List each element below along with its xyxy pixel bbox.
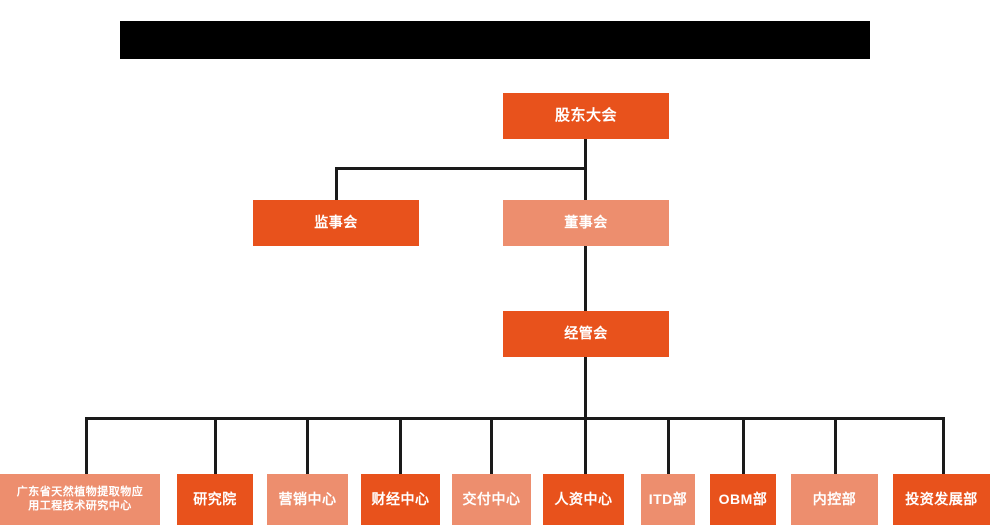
connector-drop-dept-2	[214, 417, 217, 474]
node-board-of-supervisors[interactable]: 监事会	[253, 200, 419, 246]
connector-drop-dept-9	[834, 417, 837, 474]
connector-drop-dept-6	[584, 417, 587, 474]
node-shareholders-meeting[interactable]: 股东大会	[503, 93, 669, 139]
dept-box-hr-center[interactable]: 人资中心	[543, 474, 624, 525]
node-board-of-directors-label: 董事会	[564, 214, 608, 231]
connector-management-to-bus	[584, 357, 587, 419]
connector-drop-dept-4	[399, 417, 402, 474]
dept-label-investment-development: 投资发展部	[905, 490, 978, 507]
dept-label-itd: ITD部	[648, 490, 688, 507]
dept-box-guangdong-research-center[interactable]: 广东省天然植物提取物应 用工程技术研究中心	[0, 474, 160, 525]
dept-box-internal-control[interactable]: 内控部	[791, 474, 878, 525]
connector-department-bus	[85, 417, 944, 420]
node-management-committee-label: 经管会	[564, 325, 608, 342]
connector-drop-dept-8	[742, 417, 745, 474]
dept-box-itd[interactable]: ITD部	[641, 474, 695, 525]
connector-directors-to-management	[584, 246, 587, 311]
connector-split-bar-level2	[335, 167, 586, 170]
dept-box-obm[interactable]: OBM部	[710, 474, 776, 525]
dept-label-marketing-center: 营销中心	[278, 490, 337, 507]
dept-label-delivery-center: 交付中心	[462, 490, 521, 507]
dept-box-marketing-center[interactable]: 营销中心	[267, 474, 348, 525]
dept-box-research-institute[interactable]: 研究院	[177, 474, 253, 525]
node-board-of-supervisors-label: 监事会	[314, 214, 358, 231]
node-management-committee[interactable]: 经管会	[503, 311, 669, 357]
connector-drop-dept-1	[85, 417, 88, 474]
node-shareholders-meeting-label: 股东大会	[554, 106, 617, 124]
connector-to-board-of-supervisors	[335, 167, 338, 200]
connector-shareholders-to-split	[584, 139, 587, 170]
dept-box-finance-center[interactable]: 财经中心	[361, 474, 440, 525]
dept-box-investment-development[interactable]: 投资发展部	[893, 474, 990, 525]
connector-drop-dept-3	[306, 417, 309, 474]
connector-drop-dept-7	[667, 417, 670, 474]
connector-drop-dept-10	[942, 417, 945, 474]
connector-drop-dept-5	[490, 417, 493, 474]
node-board-of-directors[interactable]: 董事会	[503, 200, 669, 246]
redacted-title-banner	[120, 21, 870, 59]
dept-box-delivery-center[interactable]: 交付中心	[452, 474, 531, 525]
dept-label-obm: OBM部	[718, 490, 768, 507]
dept-label-finance-center: 财经中心	[371, 490, 430, 507]
dept-label-internal-control: 内控部	[812, 490, 857, 507]
dept-label-research-institute: 研究院	[193, 490, 237, 507]
dept-label-guangdong-research-center: 广东省天然植物提取物应 用工程技术研究中心	[16, 485, 144, 512]
dept-label-hr-center: 人资中心	[554, 490, 613, 507]
connector-to-board-of-directors	[584, 167, 587, 200]
